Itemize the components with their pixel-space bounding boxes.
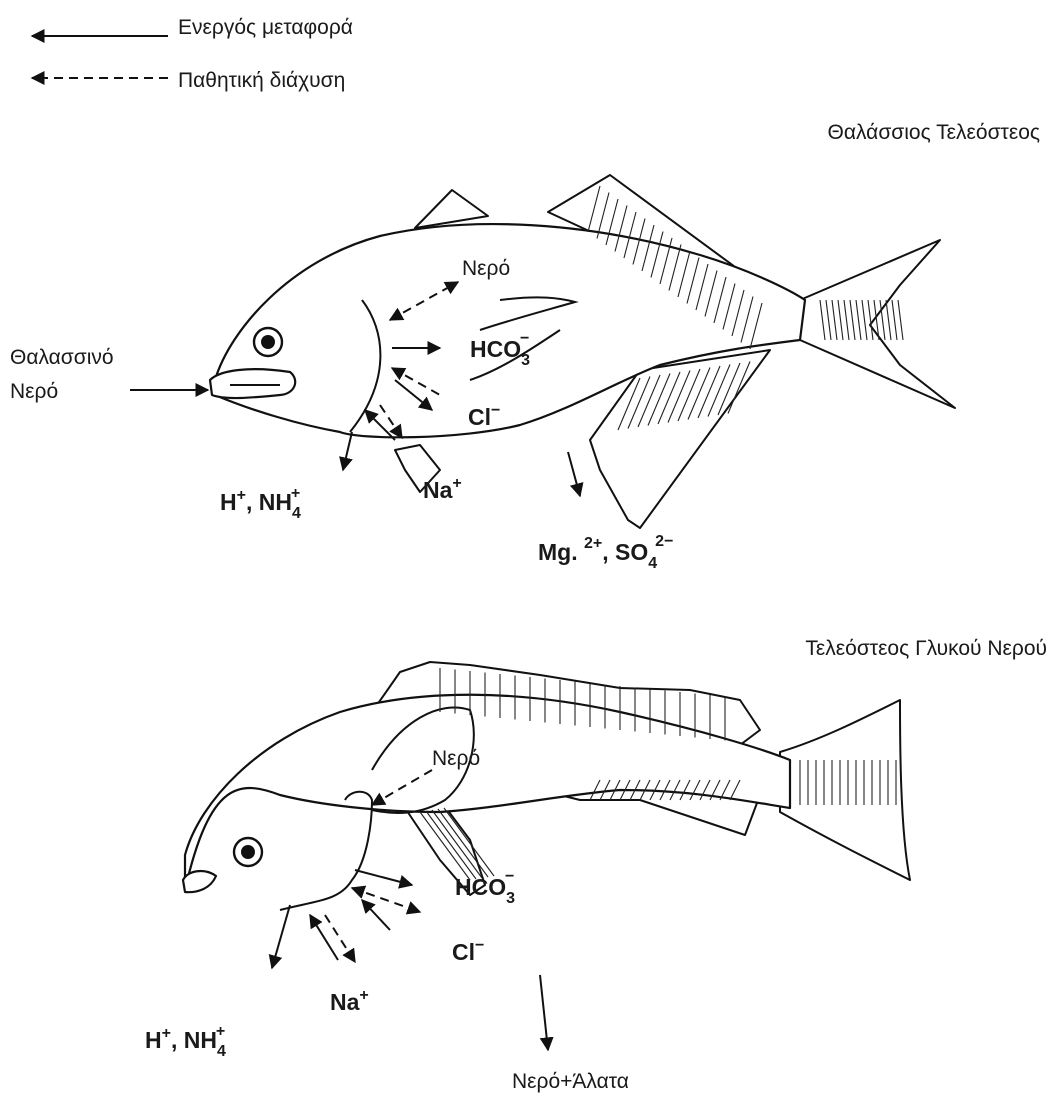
freshwater-h-arrow	[272, 905, 290, 968]
freshwater-mouth	[183, 871, 216, 892]
marine-mouth	[210, 369, 295, 398]
freshwater-cl-label: Cl−	[452, 937, 484, 965]
marine-hnh4-label: H+, NH4+	[220, 485, 301, 522]
freshwater-title: Τελεόστεος Γλυκού Νερού	[805, 637, 1047, 660]
freshwater-water-salts-label: Νερό+Άλατα	[512, 1070, 629, 1093]
legend-passive-label: Παθητική διάχυση	[178, 69, 345, 92]
marine-seawater-label-1: Θαλασσινό	[10, 346, 114, 369]
freshwater-teleost: Τελεόστεος Γλυκού Νερού Νερό HCO3− Cl− H	[145, 637, 1047, 1093]
marine-teleost: Θαλάσσιος Τελεόστεος	[10, 121, 1040, 572]
freshwater-na-arrow	[310, 915, 338, 960]
legend: Ενεργός μεταφορά Παθητική διάχυση	[32, 16, 353, 92]
marine-na-label: Na+	[423, 475, 462, 503]
marine-title: Θαλάσσιος Τελεόστεος	[828, 121, 1040, 144]
freshwater-hco3-arrow	[355, 870, 412, 885]
marine-seawater-label-2: Νερό	[10, 380, 58, 403]
marine-mg-arrow	[568, 452, 580, 496]
marine-mg-so4-label: Mg. 2+, SO42−	[538, 533, 673, 572]
freshwater-gill-line	[280, 792, 372, 910]
freshwater-na-label: Na+	[330, 987, 369, 1015]
freshwater-water-salts-arrow	[540, 975, 548, 1050]
freshwater-water-label: Νερό	[432, 747, 480, 770]
marine-water-label: Νερό	[462, 257, 510, 280]
freshwater-cl-active-arrow	[362, 900, 390, 930]
freshwater-na-passive-arrow	[325, 915, 355, 962]
marine-h-arrow	[343, 432, 352, 470]
freshwater-hnh4-label: H+, NH4+	[145, 1023, 226, 1060]
legend-active-label: Ενεργός μεταφορά	[178, 16, 353, 39]
